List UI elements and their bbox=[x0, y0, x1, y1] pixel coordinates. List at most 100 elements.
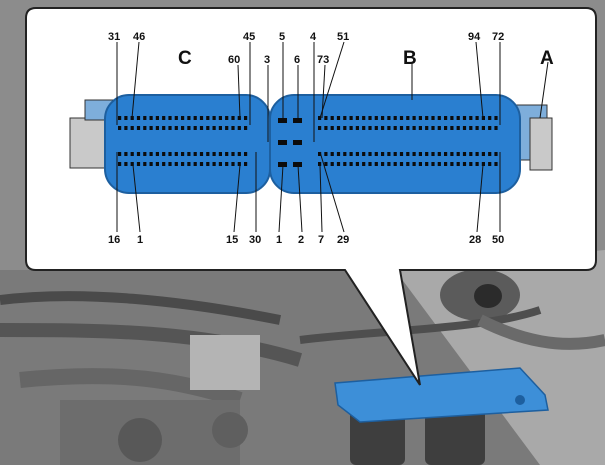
pin-c-row4 bbox=[118, 162, 122, 166]
pin-c-row3 bbox=[168, 152, 172, 156]
pin-c-row3 bbox=[149, 152, 153, 156]
pin-c-row4 bbox=[244, 162, 248, 166]
pin-b-row4 bbox=[362, 162, 366, 166]
pin-c-row3 bbox=[136, 152, 141, 156]
pin-b-row2 bbox=[462, 126, 467, 130]
pin-c-row4 bbox=[181, 162, 185, 166]
pin-c-row2 bbox=[231, 126, 235, 130]
pin-label-60: 60 bbox=[228, 54, 240, 66]
pin-b-row1 bbox=[393, 116, 397, 120]
pin-b-row2 bbox=[343, 126, 347, 130]
pin-b-row2 bbox=[393, 126, 397, 130]
pin-label-15: 15 bbox=[226, 234, 238, 246]
pin-c-row3 bbox=[244, 152, 248, 156]
pin-b-row3 bbox=[343, 152, 347, 156]
pin-label-6: 6 bbox=[294, 54, 300, 66]
pin-c-row1 bbox=[237, 116, 241, 120]
pin-b-row1 bbox=[406, 116, 410, 120]
pin-c-row1 bbox=[193, 116, 197, 120]
left-flange bbox=[69, 117, 109, 169]
pin-c-row1 bbox=[168, 116, 172, 120]
pin-b-row2 bbox=[349, 126, 353, 130]
pin-c-row4 bbox=[237, 162, 241, 166]
pin-c-row1 bbox=[231, 116, 235, 120]
pin-b-row2 bbox=[456, 126, 460, 130]
pin-b-row3 bbox=[412, 152, 416, 156]
pin-label-3: 3 bbox=[264, 54, 270, 66]
pin-b-row1 bbox=[481, 116, 485, 120]
pin-b-row3 bbox=[362, 152, 366, 156]
pin-b-row1 bbox=[418, 116, 422, 120]
pin-b-row1 bbox=[469, 116, 473, 120]
pin-c-row2 bbox=[155, 126, 159, 130]
pin-label-31: 31 bbox=[108, 31, 120, 43]
pin-c-row4 bbox=[206, 162, 210, 166]
pin-b-row1 bbox=[475, 116, 479, 120]
pin-b-row2 bbox=[418, 126, 422, 130]
pin-b-row1 bbox=[374, 116, 378, 120]
pin-b-power bbox=[278, 140, 287, 145]
pin-b-row2 bbox=[412, 126, 416, 130]
pin-b-row1 bbox=[349, 116, 353, 120]
pin-c-row1 bbox=[206, 116, 210, 120]
pin-c-row3 bbox=[162, 152, 166, 156]
pin-b-row1 bbox=[318, 116, 322, 120]
pin-label-29: 29 bbox=[337, 234, 349, 246]
pin-b-row1 bbox=[368, 116, 372, 120]
pin-b-power bbox=[293, 140, 302, 145]
pin-b-row1 bbox=[437, 116, 441, 120]
pin-b-row4 bbox=[444, 162, 448, 166]
pin-b-row1 bbox=[362, 116, 366, 120]
pin-b-row1 bbox=[336, 116, 341, 120]
connector-b-label: B bbox=[403, 48, 417, 69]
pin-b-row2 bbox=[481, 126, 485, 130]
pin-c-row1 bbox=[162, 116, 166, 120]
pin-b-row3 bbox=[381, 152, 385, 156]
pin-c-row1 bbox=[225, 116, 229, 120]
pin-b-row3 bbox=[374, 152, 378, 156]
pin-c-row4 bbox=[174, 162, 178, 166]
pin-b-row1 bbox=[450, 116, 454, 120]
connector-c-body bbox=[104, 94, 271, 194]
pin-c-row1 bbox=[244, 116, 248, 120]
pin-c-row1 bbox=[155, 116, 159, 120]
pin-c-row4 bbox=[124, 162, 128, 166]
pin-b-row1 bbox=[431, 116, 435, 120]
pin-b-row2 bbox=[374, 126, 378, 130]
pin-b-row1 bbox=[399, 116, 404, 120]
pin-b-row1 bbox=[381, 116, 385, 120]
pin-c-row4 bbox=[187, 162, 191, 166]
pin-b-row4 bbox=[393, 162, 397, 166]
pin-b-row4 bbox=[349, 162, 353, 166]
pin-b-row4 bbox=[374, 162, 378, 166]
pin-c-row2 bbox=[124, 126, 128, 130]
pin-b-row4 bbox=[381, 162, 385, 166]
pin-c-row4 bbox=[143, 162, 147, 166]
pin-c-row3 bbox=[124, 152, 128, 156]
pin-label-1-c: 1 bbox=[137, 234, 143, 246]
pin-b-row4 bbox=[368, 162, 372, 166]
pin-b-row2 bbox=[318, 126, 322, 130]
pin-b-row2 bbox=[475, 126, 479, 130]
pin-b-row3 bbox=[406, 152, 410, 156]
pin-c-row1 bbox=[174, 116, 178, 120]
pin-b-row3 bbox=[355, 152, 359, 156]
connector-a-label: A bbox=[540, 48, 554, 69]
pin-label-30: 30 bbox=[249, 234, 261, 246]
pin-c-row4 bbox=[225, 162, 229, 166]
pin-c-row2 bbox=[162, 126, 166, 130]
pin-b-row1 bbox=[343, 116, 347, 120]
pin-b-row2 bbox=[324, 126, 328, 130]
pin-c-row3 bbox=[212, 152, 216, 156]
leader-lines bbox=[116, 41, 549, 233]
pin-c-row2 bbox=[206, 126, 210, 130]
pin-c-row3 bbox=[193, 152, 197, 156]
pin-b-row3 bbox=[393, 152, 397, 156]
pin-b-row3 bbox=[431, 152, 435, 156]
pin-b-row1 bbox=[425, 116, 429, 120]
pin-b-row3 bbox=[456, 152, 460, 156]
pin-b-row2 bbox=[431, 126, 435, 130]
pin-b-row3 bbox=[324, 152, 328, 156]
pin-c-row2 bbox=[130, 126, 134, 130]
